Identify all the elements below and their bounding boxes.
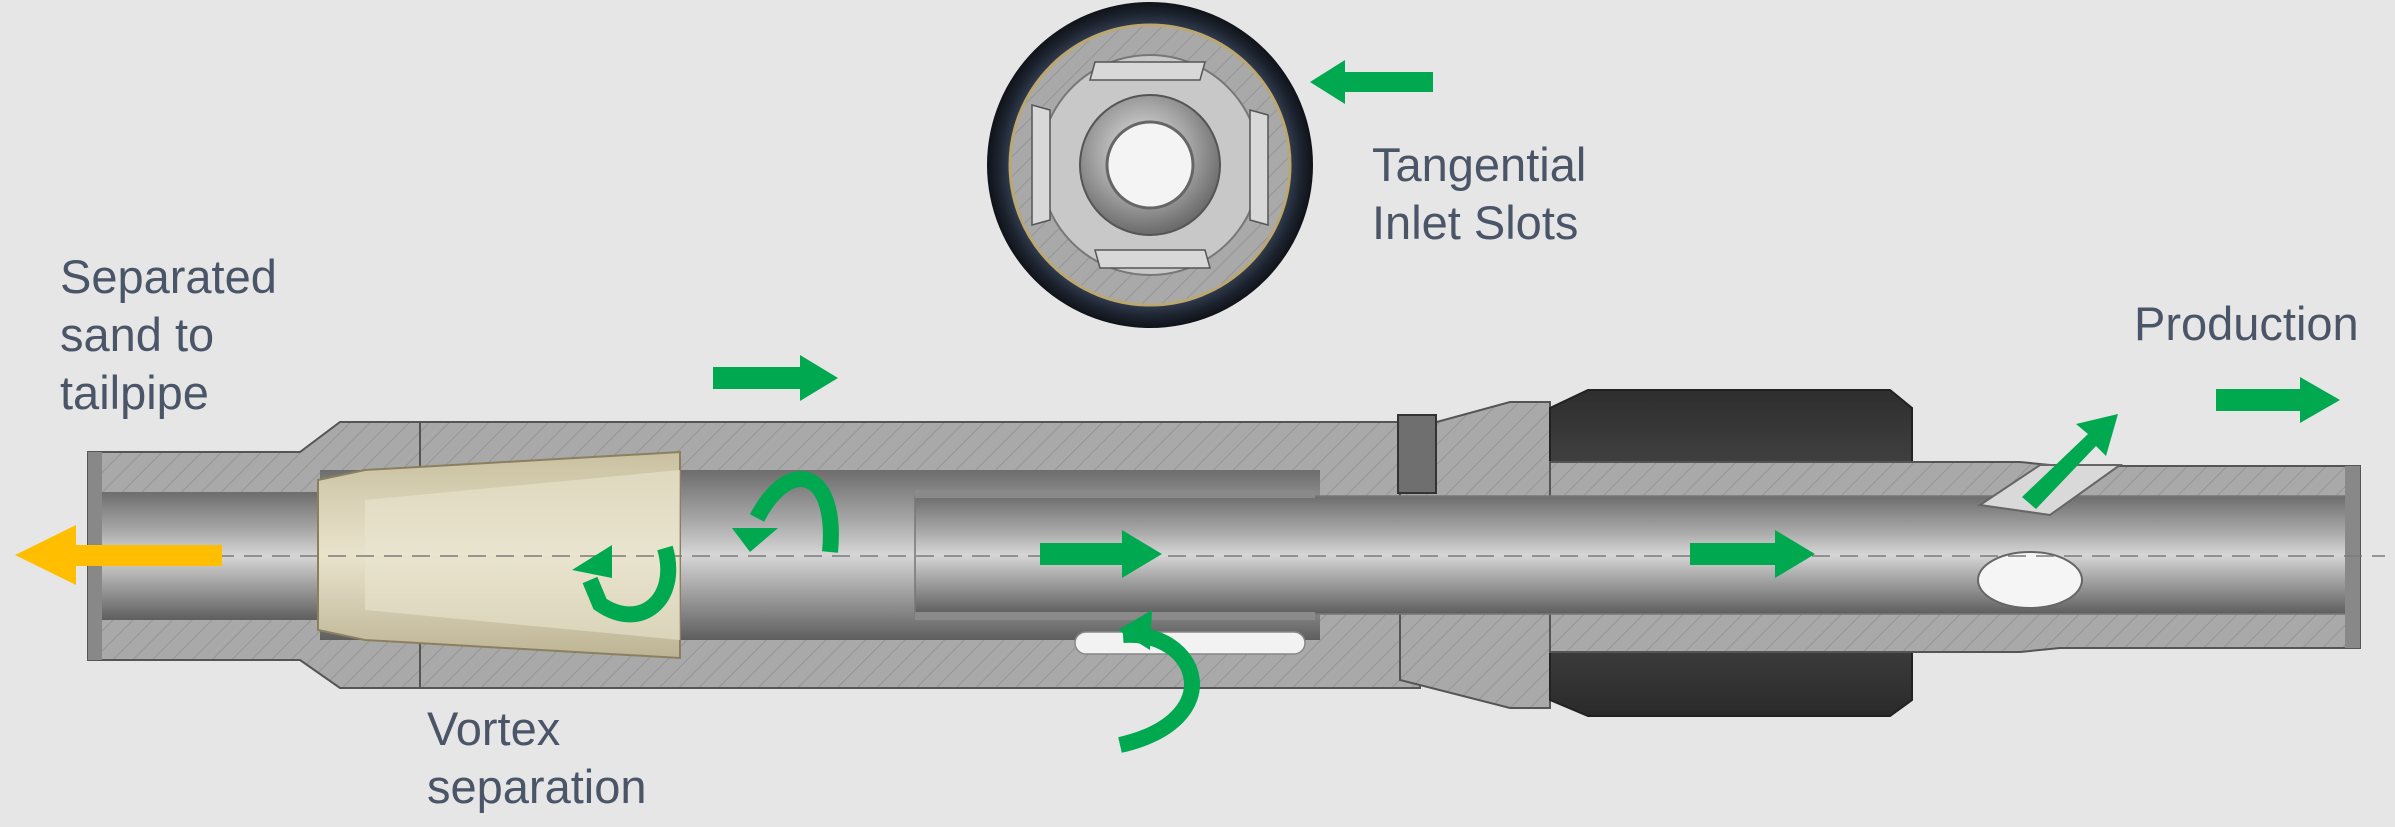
right-threads: [2345, 466, 2360, 648]
inset-slot-bottom: [1094, 249, 1211, 269]
curved-arrow-icon: [1118, 610, 1152, 650]
yellow-arrow-icon: [15, 525, 222, 585]
flow-arrows: [15, 60, 2340, 753]
green-arrow-icon: [713, 355, 838, 401]
inset-slot-right: [1249, 109, 1269, 226]
green-arrow-icon: [1310, 60, 1433, 104]
label-line: Tangential: [1372, 138, 1587, 191]
label-line: Separated: [60, 250, 277, 303]
set-screw: [1397, 414, 1437, 494]
label-line: Vortex: [427, 702, 561, 755]
vortex-finder-wall-top: [915, 490, 1315, 498]
green-arrow-icon: [1040, 530, 1162, 578]
curved-arrow-icon: [582, 545, 677, 623]
label-line: Inlet Slots: [1372, 196, 1579, 249]
label-line: separation: [427, 760, 647, 813]
inset-bore: [1105, 120, 1195, 210]
curved-arrow-icon: [572, 545, 612, 578]
tool-body: [20, 389, 2385, 717]
label-separated-sand: Separated sand to tailpipe: [60, 248, 277, 422]
cross-section-inset: [987, 2, 1313, 328]
label-line: Production: [2134, 297, 2359, 350]
inset-slot-left: [1031, 104, 1051, 226]
label-line: tailpipe: [60, 366, 209, 419]
green-arrow-icon: [2216, 377, 2340, 423]
label-vortex-separation: Vortex separation: [427, 700, 647, 816]
inset-slot-top: [1089, 61, 1206, 81]
green-arrow-icon: [2022, 414, 2118, 509]
label-tangential-inlet-slots: Tangential Inlet Slots: [1372, 136, 1586, 252]
inlet-slot-bottom: [1074, 631, 1306, 655]
production-port-lower: [1977, 551, 2083, 609]
vortex-finder-wall-bottom: [915, 612, 1315, 620]
curved-arrow-icon: [732, 528, 778, 552]
label-line: sand to: [60, 308, 215, 361]
curved-arrow-icon: [749, 471, 839, 553]
label-production: Production: [2134, 295, 2359, 353]
green-arrow-icon: [1690, 530, 1815, 578]
